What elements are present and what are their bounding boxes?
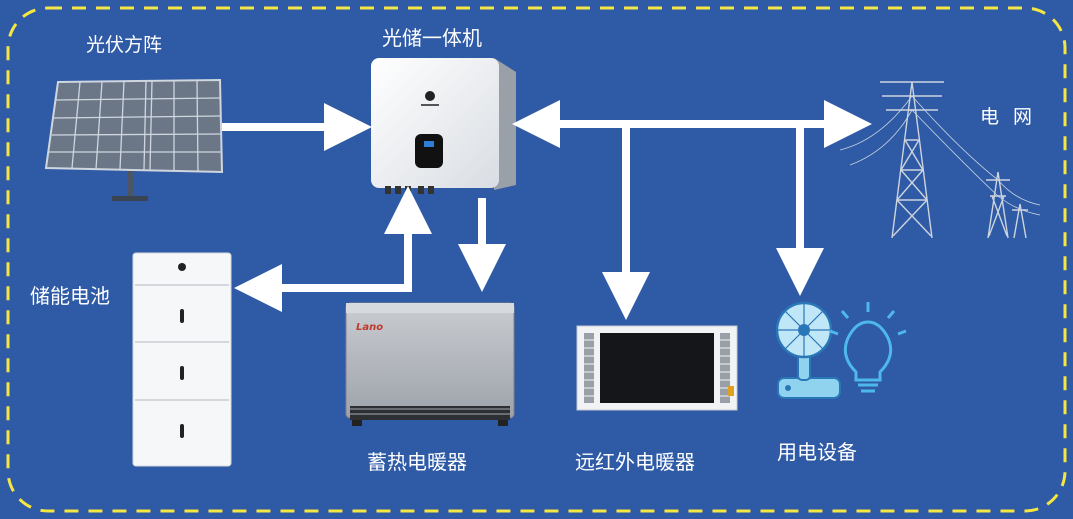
battery-icon	[132, 252, 232, 467]
battery-label: 储能电池	[30, 284, 110, 308]
infrared-heater-label: 远红外电暖器	[575, 450, 695, 474]
arrow-battery-to-inverter	[300, 186, 432, 292]
fan-icon	[775, 301, 841, 399]
light-bulb-icon	[829, 302, 907, 393]
infrared-heater-icon	[576, 325, 738, 411]
flow-arrows	[222, 100, 872, 320]
grid-label: 电 网	[980, 106, 1037, 128]
storage-heater-label: 蓄热电暖器	[367, 450, 467, 474]
dashed-border	[6, 6, 1067, 513]
solar-panel-icon	[44, 78, 224, 201]
inverter-icon	[371, 58, 516, 194]
appliances-label: 用电设备	[777, 440, 857, 464]
pv-array-label: 光伏方阵	[86, 34, 163, 56]
power-grid-icon	[839, 81, 1041, 239]
inverter-label: 光储一体机	[382, 26, 482, 50]
storage-heater-icon: Lano	[345, 302, 515, 426]
heater-brand-logo: Lano	[356, 322, 383, 333]
